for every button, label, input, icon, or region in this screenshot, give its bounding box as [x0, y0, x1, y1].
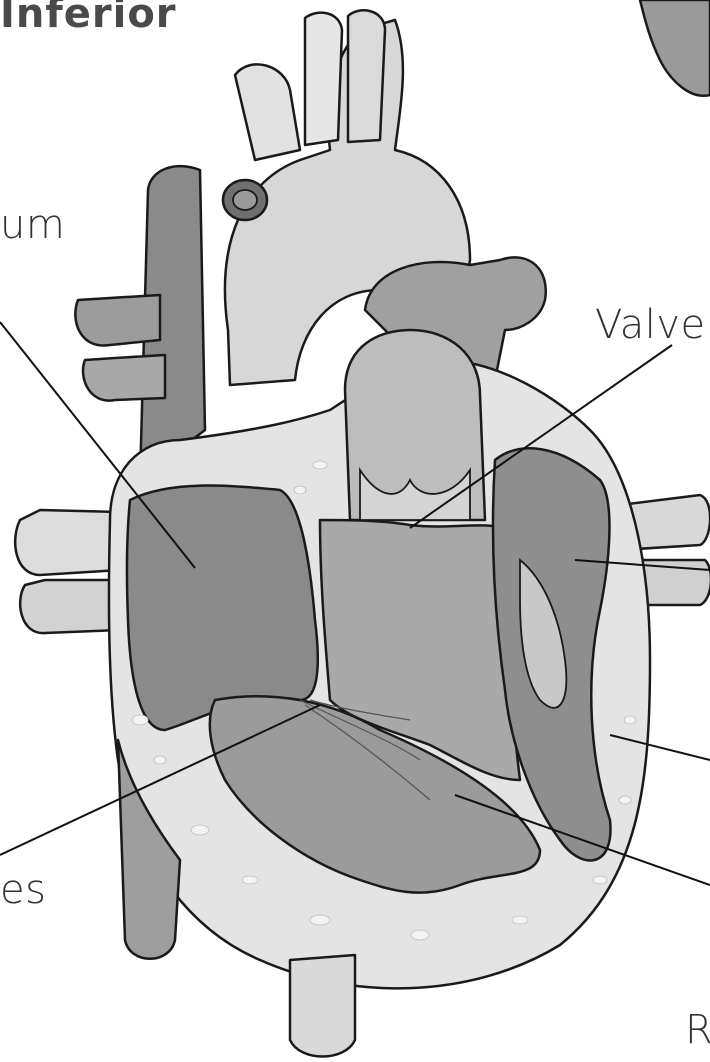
- label-valve: Valve: [595, 305, 706, 345]
- vena-cava-inferior: [290, 955, 355, 1057]
- label-ventricle: R: [685, 1010, 710, 1050]
- label-valves: es: [0, 870, 46, 910]
- label-atrium: um: [0, 205, 65, 245]
- partial-structure-top-right: [640, 0, 710, 96]
- veins-lower-left: [15, 510, 120, 633]
- right-atrium: [127, 486, 318, 730]
